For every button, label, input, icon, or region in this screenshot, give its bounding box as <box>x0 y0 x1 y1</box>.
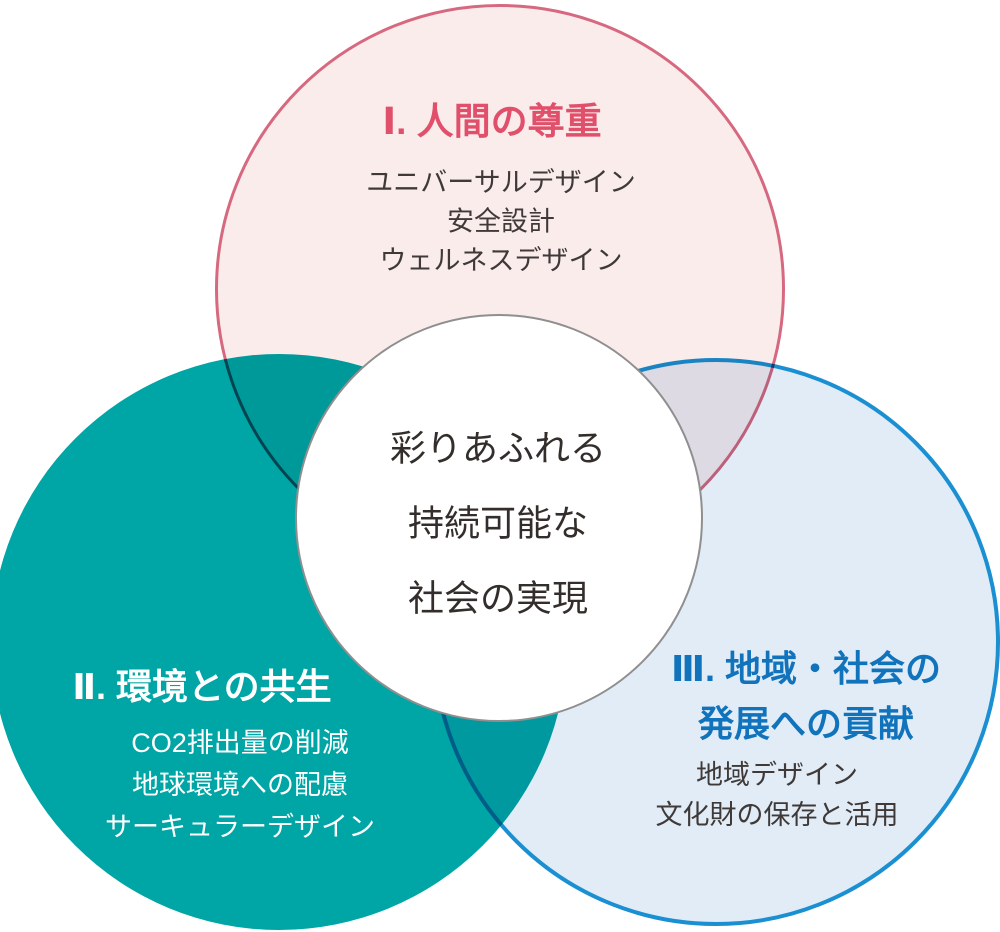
community-item-regional-design: 地域デザイン <box>696 760 858 790</box>
center-goal-line-3: 社会の実現 <box>407 577 589 619</box>
center-goal-line-1: 彩りあふれる <box>389 427 607 469</box>
human-item-safety-design: 安全設計 <box>447 206 555 237</box>
environment-item-co2-reduction: CO2排出量の削減 <box>131 728 349 758</box>
community-contribution-items: 地域デザイン 文化財の保存と活用 <box>656 755 899 835</box>
human-item-wellness-design: ウェルネスデザイン <box>379 245 623 276</box>
environment-item-global-consideration: 地球環境への配慮 <box>132 770 348 800</box>
community-title-line-2: 発展への貢献 <box>697 703 915 744</box>
human-item-universal-design: ユニバーサルデザイン <box>366 167 636 198</box>
environment-item-circular-design: サーキュラーデザイン <box>105 812 375 842</box>
environment-symbiosis-title: Ⅱ. 環境との共生 <box>72 666 332 707</box>
center-goal-text: 彩りあふれる 持続可能な 社会の実現 <box>390 411 606 636</box>
center-goal-line-2: 持続可能な <box>407 502 589 544</box>
community-item-cultural-preservation: 文化財の保存と活用 <box>655 800 899 830</box>
circle-center-goal <box>295 314 703 722</box>
environment-symbiosis-items: CO2排出量の削減 地球環境への配慮 サーキュラーデザイン <box>105 722 375 848</box>
community-contribution-title: Ⅲ. 地域・社会の 発展への貢献 <box>671 641 941 751</box>
community-title-line-1: Ⅲ. 地域・社会の <box>670 648 942 689</box>
human-respect-title: Ⅰ. 人間の尊重 <box>382 101 602 142</box>
human-respect-items: ユニバーサルデザイン 安全設計 ウェルネスデザイン <box>366 164 635 281</box>
